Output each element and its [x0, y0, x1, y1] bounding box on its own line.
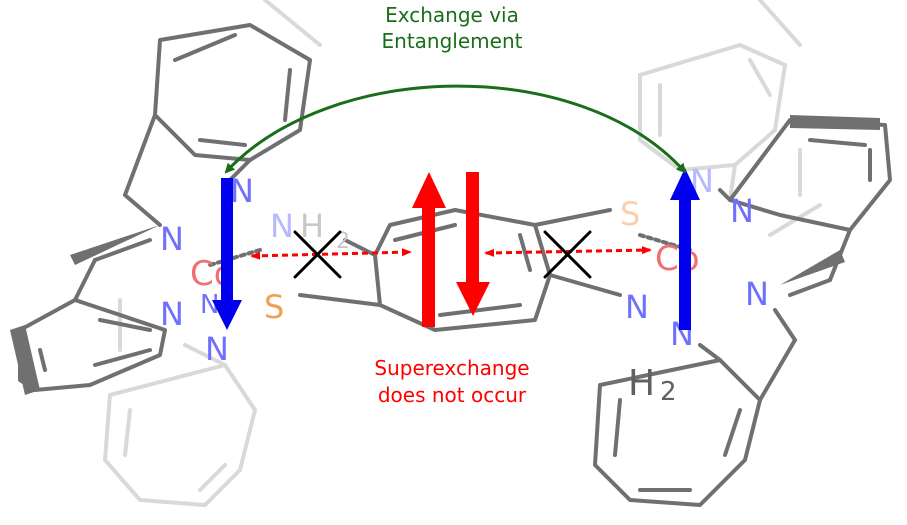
atom-right-n-top: N [690, 162, 714, 200]
atom-right-co: Co [655, 239, 700, 279]
atom-left-n-bottom: N [205, 330, 229, 368]
atom-left-n-mid: N [160, 220, 184, 258]
atom-right-n-mid: N [730, 192, 754, 230]
spin-arrows [212, 168, 700, 330]
atom-left-h-subscript: 2 [336, 229, 350, 254]
atom-right-h: H [628, 363, 655, 404]
atom-left-n-low1: N [160, 295, 184, 333]
atom-right-n-amine: N [745, 275, 769, 313]
entanglement-exchange-arrow [224, 84, 687, 174]
wedge-bonds [10, 115, 880, 395]
atom-right-s: S [620, 195, 640, 233]
left-cross-icon [293, 230, 342, 279]
atom-left-n-amine: N [270, 207, 294, 245]
atom-left-h: H [300, 207, 324, 245]
superexchange-label-line2: does not occur [378, 383, 527, 407]
central-spin-up-arrow [412, 172, 446, 327]
foreground-bonds [18, 23, 892, 507]
left-spin-down-arrow [212, 178, 242, 330]
right-cross-icon [543, 230, 592, 279]
right-superexchange-arrow [484, 246, 652, 257]
exchange-label-line2: Entanglement [382, 29, 523, 53]
left-superexchange-arrow [250, 248, 412, 260]
atom-right-h-subscript: 2 [660, 377, 677, 407]
atom-left-n-top: N [230, 172, 254, 210]
atom-left-s: S [264, 288, 284, 326]
superexchange-label-line1: Superexchange [374, 356, 529, 380]
atom-left-n-low2: N [200, 290, 219, 320]
annotation-labels: Exchange via Entanglement Superexchange … [374, 3, 529, 407]
background-bonds [102, 0, 822, 508]
superexchange-blocked-arrows [250, 230, 652, 279]
atom-right-n-lower: N [625, 288, 649, 326]
exchange-label-line1: Exchange via [385, 3, 519, 27]
right-spin-up-arrow [670, 168, 700, 330]
central-spin-down-arrow [456, 172, 490, 316]
